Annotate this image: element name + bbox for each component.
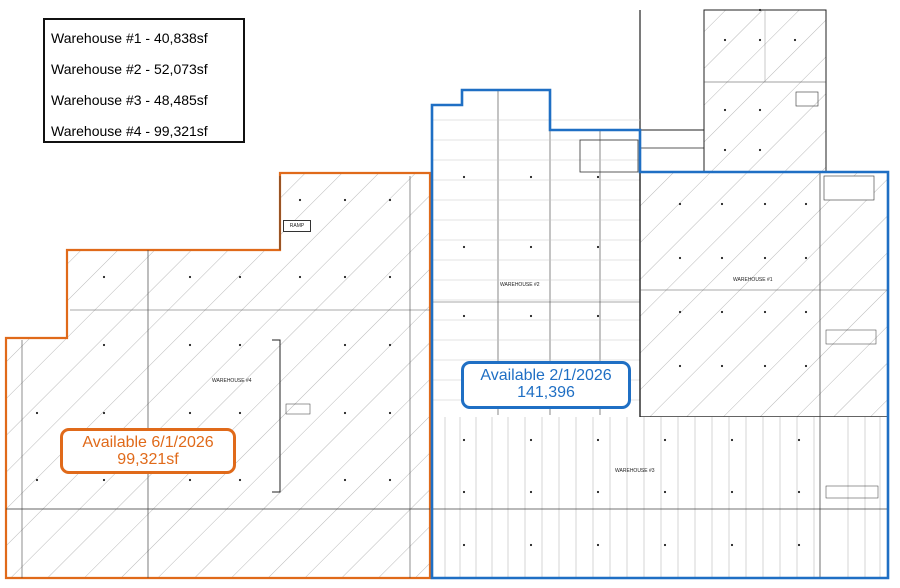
square-footage-legend: Warehouse #1 - 40,838sf Warehouse #2 - 5… (43, 18, 245, 143)
legend-warehouse-3: Warehouse #3 - 48,485sf (51, 92, 208, 108)
warehouse-1-tower (639, 9, 827, 173)
legend-warehouse-1: Warehouse #1 - 40,838sf (51, 30, 208, 46)
availability-badge-orange: Available 6/1/2026 99,321sf (60, 428, 236, 474)
ramp-label: RAMP (283, 220, 311, 232)
warehouse-2-label: WAREHOUSE #2 (500, 282, 540, 288)
availability-blue-date: Available 2/1/2026 (480, 367, 612, 384)
warehouse-3-area: WAREHOUSE #3 (432, 417, 888, 578)
legend-warehouse-2: Warehouse #2 - 52,073sf (51, 61, 208, 77)
availability-blue-area: 141,396 (517, 384, 575, 401)
availability-badge-blue: Available 2/1/2026 141,396 (461, 361, 631, 409)
warehouse-4-area: WAREHOUSE #4 (4, 171, 432, 580)
warehouse-1-label: WAREHOUSE #1 (733, 277, 773, 283)
warehouse-4-label: WAREHOUSE #4 (212, 378, 252, 384)
legend-warehouse-4: Warehouse #4 - 99,321sf (51, 123, 208, 139)
warehouse-2-area: WAREHOUSE #2 (432, 90, 640, 415)
warehouse-1-3-outline (430, 88, 890, 580)
warehouse-3-label: WAREHOUSE #3 (615, 468, 655, 474)
column-dots (35, 8, 808, 547)
availability-orange-area: 99,321sf (117, 451, 179, 468)
warehouse-1-area: WAREHOUSE #1 (639, 171, 889, 418)
availability-orange-date: Available 6/1/2026 (82, 434, 214, 451)
